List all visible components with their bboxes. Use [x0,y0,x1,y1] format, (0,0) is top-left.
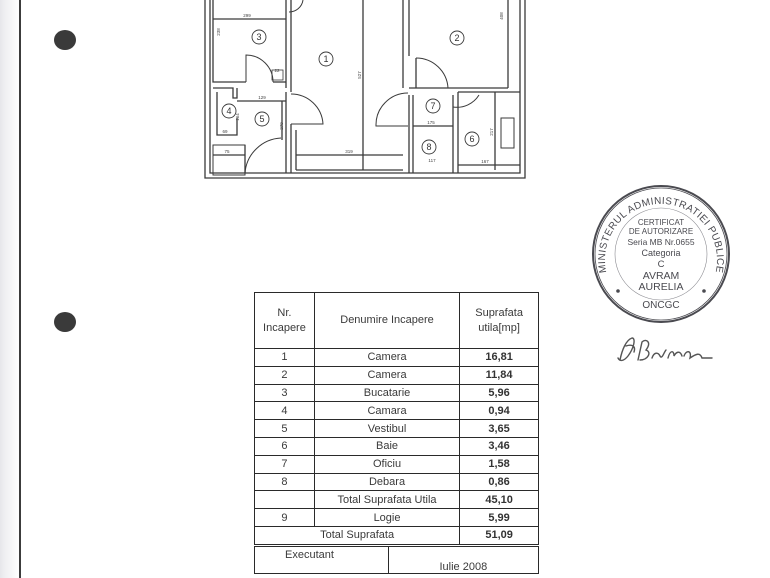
svg-text:319: 319 [345,149,353,154]
stamp-autorizare: DE AUTORIZARE [628,227,694,236]
room-name: Baie [313,436,461,456]
table-row: 1 Camera 16,81 [254,348,539,367]
total-area: 51,09 [459,525,539,545]
room-label-4: 4 [226,106,231,116]
room-number: 5 [254,419,315,438]
room-area: 16,81 [459,348,539,367]
table-row: 2 Camera 11,84 [254,365,539,385]
total-label: Total Suprafata [253,525,461,545]
room-label-6: 6 [469,134,474,144]
room-area: 5,96 [459,383,539,403]
room-number: 2 [254,365,315,385]
room-number: 7 [254,454,315,474]
table-row: 4 Camara 0,94 [254,401,539,421]
punch-hole-bottom [54,312,76,332]
room-areas-table: Nr. Incapere Denumire Incapere Suprafata… [253,292,539,545]
stamp-categoria: Categoria [641,248,681,258]
room-area: 3,46 [459,436,539,456]
svg-text:408: 408 [499,12,504,20]
executant-table: Executant Iulie 2008 [254,546,540,574]
svg-text:527: 527 [357,71,362,79]
official-stamp: MINISTERUL ADMINISTRATIEI PUBLICE CERTIF… [590,183,732,325]
executant-row: Executant Iulie 2008 [254,546,540,574]
svg-text:69: 69 [222,129,228,134]
room-number: 4 [254,401,315,421]
floor-plan-drawing: 3 1 2 4 5 6 7 8 299 238 22 129 164 69 75… [204,0,526,179]
room-name: Bucatarie [313,383,461,403]
room-name: Camera [313,348,461,367]
header-room-number: Nr. Incapere [254,292,315,349]
table-header-row: Nr. Incapere Denumire Incapere Suprafata… [254,292,539,349]
executant-label: Executant [254,546,389,574]
room-area: 0,86 [459,472,539,492]
header-area: Suprafata utila[mp] [459,292,539,349]
stamp-name-second: AURELIA [638,281,684,293]
room-label-3: 3 [256,32,261,42]
svg-text:167: 167 [481,159,489,164]
table-row: 8 Debara 0,86 [254,472,539,492]
svg-text:164: 164 [235,113,240,121]
table-row: 6 Baie 3,46 [254,436,539,456]
svg-text:175: 175 [427,120,435,125]
signature [617,337,713,362]
stamp-categorie-value: C [657,259,665,270]
room-area: 3,65 [459,419,539,438]
stamp-oncgc: ONCGC [642,300,680,311]
table-row: 5 Vestibul 3,65 [254,419,539,438]
room-area: 1,58 [459,454,539,474]
margin-line [19,0,21,578]
logie-row: 9 Logie 5,99 [254,508,539,527]
room-label-8: 8 [426,142,431,152]
table-row: 7 Oficiu 1,58 [254,454,539,474]
header-room-name: Denumire Incapere [313,292,461,349]
svg-text:279: 279 [279,122,284,130]
page-edge-shadow [0,0,19,578]
table-row: 3 Bucatarie 5,96 [254,383,539,403]
room-name: Logie [313,508,461,527]
room-area: 5,99 [459,508,539,527]
stamp-name-first: AVRAM [642,270,680,282]
total-util-area: 45,10 [459,490,539,510]
room-area: 11,84 [459,365,539,385]
room-area: 0,94 [459,401,539,421]
room-number: 6 [254,436,315,456]
room-name: Vestibul [313,419,461,438]
room-label-2: 2 [454,33,459,43]
total-row: Total Suprafata 51,09 [253,525,539,545]
total-util-label: Total Suprafata Utila [313,490,461,510]
total-util-row: Total Suprafata Utila 45,10 [254,490,539,510]
punch-hole-top [54,30,76,50]
svg-text:129: 129 [258,95,266,100]
svg-text:238: 238 [216,28,221,36]
room-label-1: 1 [323,54,328,64]
room-number: 3 [254,383,315,403]
document-date: Iulie 2008 [387,546,540,574]
empty-cell [254,490,315,510]
room-label-7: 7 [430,101,435,111]
stamp-certificat: CERTIFICAT [637,218,685,227]
svg-text:75: 75 [224,149,230,154]
svg-text:217: 217 [489,128,494,136]
svg-text:22: 22 [274,68,280,73]
svg-text:299: 299 [243,13,251,18]
room-name: Debara [313,472,461,492]
room-number: 1 [254,348,315,367]
room-number: 8 [254,472,315,492]
room-name: Camara [313,401,461,421]
room-name: Camera [313,365,461,385]
svg-text:117: 117 [428,158,436,163]
room-number: 9 [254,508,315,527]
room-label-5: 5 [259,114,264,124]
stamp-serie: Seria MB Nr.0655 [627,237,695,247]
room-name: Oficiu [313,454,461,474]
